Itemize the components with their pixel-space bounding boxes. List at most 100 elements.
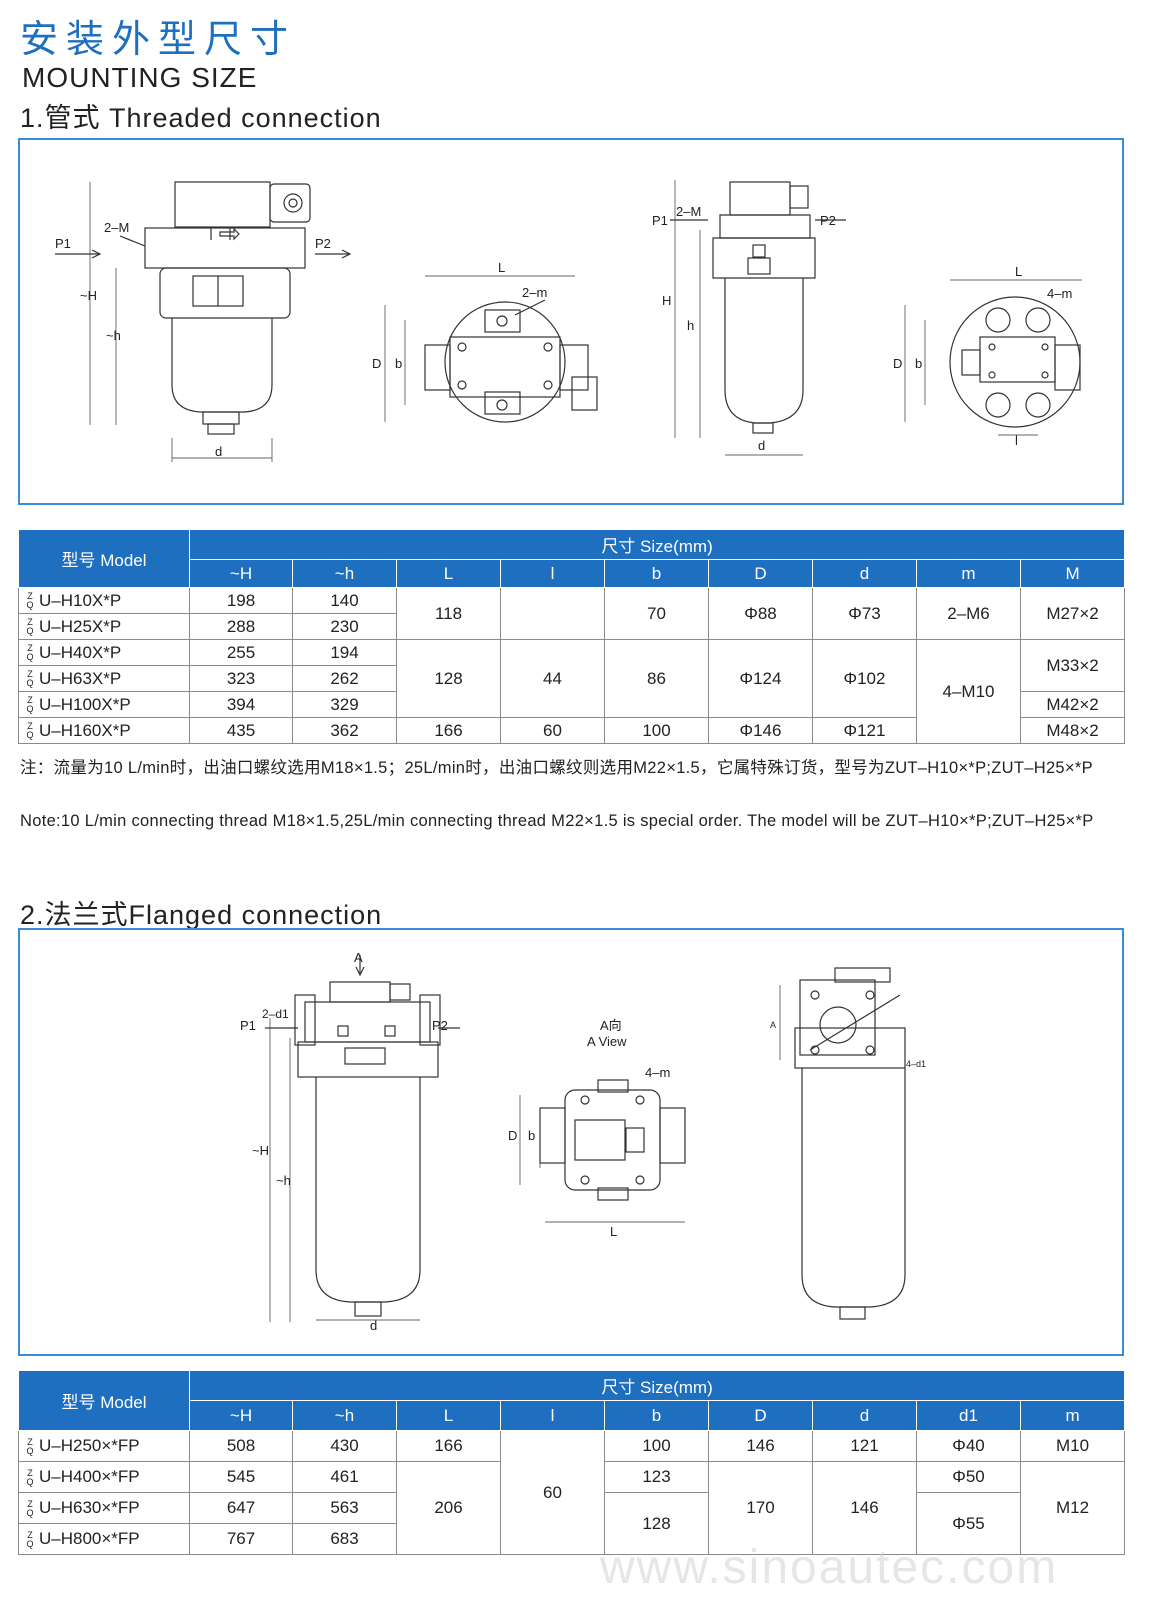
cell-L: 128 bbox=[396, 639, 501, 718]
label-l-d: l bbox=[1015, 433, 1018, 448]
cell-d1: Φ50 bbox=[916, 1461, 1021, 1493]
label-b-d: b bbox=[915, 356, 922, 371]
threaded-size-table: 型号 Model 尺寸 Size(mm) ~H ~h L l b D d m M… bbox=[18, 529, 1126, 744]
col-header: b bbox=[604, 559, 709, 588]
label-b-f: b bbox=[528, 1128, 535, 1143]
label-h-big-a: ~H bbox=[80, 288, 97, 303]
model-header: 型号 Model bbox=[18, 529, 190, 588]
watermark: www.sinoautec.com bbox=[600, 1541, 1059, 1594]
size-header: 尺寸 Size(mm) bbox=[188, 1370, 1126, 1401]
threaded-filter-drawings: P1 P2 2–M ~H ~h d L 2–m D b P1 P2 2–M H … bbox=[55, 180, 1082, 462]
label-H-c: H bbox=[662, 293, 671, 308]
cell-H: 198 bbox=[189, 587, 293, 614]
cell-M: M48×2 bbox=[1019, 717, 1126, 744]
cell-m: M12 bbox=[1019, 1461, 1126, 1555]
label-2m-a: 2–M bbox=[104, 220, 129, 235]
cell-h: 194 bbox=[292, 639, 397, 666]
model-name: U–H250×*FP bbox=[39, 1436, 140, 1455]
label-d-a: d bbox=[215, 444, 222, 459]
cell-D: Φ88 bbox=[708, 587, 813, 640]
col-header: m bbox=[916, 559, 1021, 588]
cell-h: 140 bbox=[292, 587, 397, 614]
col-header: m bbox=[1019, 1400, 1126, 1431]
section2-title: 2.法兰式Flanged connection bbox=[20, 900, 383, 930]
label-a-side: A bbox=[770, 1020, 776, 1030]
model-header: 型号 Model bbox=[18, 1370, 190, 1431]
model-name: U–H800×*FP bbox=[39, 1529, 140, 1548]
flanged-side-view bbox=[265, 955, 460, 1322]
size-header: 尺寸 Size(mm) bbox=[188, 529, 1126, 560]
col-header: l bbox=[500, 559, 605, 588]
cell-b: 70 bbox=[604, 587, 709, 640]
cell-L: 118 bbox=[396, 587, 501, 640]
cell-b: 123 bbox=[604, 1461, 709, 1493]
model-name: U–H630×*FP bbox=[39, 1498, 140, 1517]
model-name: U–H160X*P bbox=[39, 720, 131, 740]
section2-drawing-panel: A P1 P2 2–d1 ~H ~h d A向 A View 4–m D b L… bbox=[18, 928, 1124, 1356]
label-4d1: 4–d1 bbox=[906, 1059, 926, 1069]
label-h-small-a: ~h bbox=[106, 328, 121, 343]
flanged-front-view bbox=[779, 967, 906, 1320]
model-name: U–H40X*P bbox=[39, 642, 122, 662]
label-p1-f: P1 bbox=[240, 1018, 256, 1033]
cell-d: 121 bbox=[812, 1430, 917, 1462]
cell-b: 128 bbox=[604, 1492, 709, 1555]
label-h-small-f: ~h bbox=[276, 1173, 291, 1188]
model-name: U–H100X*P bbox=[39, 694, 131, 714]
model-name: U–H25X*P bbox=[39, 616, 122, 636]
cell-H: 394 bbox=[189, 691, 293, 718]
model-name: U–H10X*P bbox=[39, 590, 122, 610]
col-header: b bbox=[604, 1400, 709, 1431]
col-header: M bbox=[1019, 559, 1126, 588]
flanged-a-view bbox=[519, 1079, 686, 1223]
col-header: D bbox=[708, 1400, 813, 1431]
cell-M: M42×2 bbox=[1019, 691, 1126, 718]
cell-h: 461 bbox=[292, 1461, 397, 1493]
label-d-f: d bbox=[370, 1318, 377, 1333]
cell-l bbox=[500, 587, 605, 640]
cell-d: Φ121 bbox=[812, 717, 917, 744]
cell-D: 146 bbox=[708, 1430, 813, 1462]
label-4m-f: 4–m bbox=[645, 1065, 670, 1080]
cell-M: M27×2 bbox=[1019, 587, 1126, 640]
threaded-top-view-large bbox=[904, 279, 1082, 436]
cell-l: 44 bbox=[500, 639, 605, 718]
label-D-a: D bbox=[372, 356, 381, 371]
cell-L: 166 bbox=[396, 717, 501, 744]
label-p1-a: P1 bbox=[55, 236, 71, 251]
col-header: d bbox=[812, 559, 917, 588]
cell-D: Φ146 bbox=[708, 717, 813, 744]
cell-d: 146 bbox=[812, 1461, 917, 1555]
cell-h: 563 bbox=[292, 1492, 397, 1524]
page-title-cn: 安装外型尺寸 bbox=[20, 17, 297, 61]
label-p1-b: P1 bbox=[652, 213, 668, 228]
label-a-view-en: A View bbox=[587, 1034, 627, 1049]
cell-H: 288 bbox=[189, 613, 293, 640]
col-header: d bbox=[812, 1400, 917, 1431]
flanged-filter-drawings: A P1 P2 2–d1 ~H ~h d A向 A View 4–m D b L… bbox=[240, 950, 926, 1333]
cell-d1: Φ40 bbox=[916, 1430, 1021, 1462]
model-name: U–H63X*P bbox=[39, 668, 122, 688]
cell-m: 2–M6 bbox=[916, 587, 1021, 640]
label-p2-b: P2 bbox=[820, 213, 836, 228]
col-header: D bbox=[708, 559, 813, 588]
cell-b: 100 bbox=[604, 717, 709, 744]
flanged-size-table: 型号 Model 尺寸 Size(mm) ~H ~h L l b D d d1 … bbox=[18, 1370, 1126, 1555]
threaded-side-view-large bbox=[670, 180, 846, 456]
cell-H: 647 bbox=[189, 1492, 293, 1524]
label-2d1: 2–d1 bbox=[262, 1007, 289, 1021]
label-2m-b: 2–m bbox=[522, 285, 547, 300]
cell-h: 362 bbox=[292, 717, 397, 744]
label-h-big-f: ~H bbox=[252, 1143, 269, 1158]
